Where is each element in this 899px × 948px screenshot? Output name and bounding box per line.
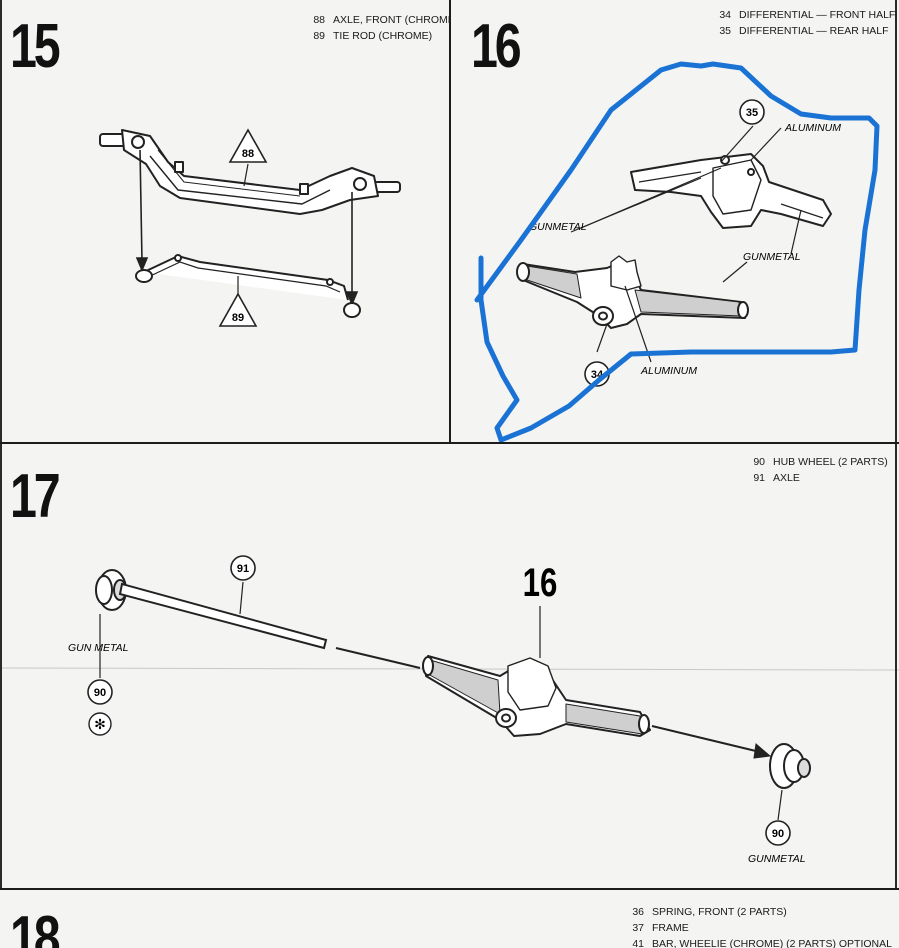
material-label: GUNMETAL xyxy=(529,221,587,233)
frame-border xyxy=(0,0,2,890)
assembly-arrows xyxy=(135,149,359,307)
callout-91-label: 91 xyxy=(237,563,249,575)
panel-divider xyxy=(449,0,451,443)
asterisk-glyph: ✻ xyxy=(94,716,106,732)
callout-89-label: 89 xyxy=(232,312,244,324)
step-number: 17 xyxy=(10,462,61,531)
highlight-annotation xyxy=(474,61,880,442)
asterisk-marker xyxy=(88,712,112,736)
callout-88 xyxy=(228,128,268,163)
callout-91 xyxy=(230,555,256,581)
front-axle-diagram: 88 89 xyxy=(99,128,401,327)
panel-divider xyxy=(0,888,899,890)
differential-rear-half-part xyxy=(630,153,832,229)
step-number: 15 xyxy=(10,12,61,81)
callout-90 xyxy=(765,820,791,846)
hub-wheel-part xyxy=(769,743,811,789)
material-label: GUNMETAL xyxy=(743,251,801,263)
callout-90 xyxy=(87,679,113,705)
callout-88-label: 88 xyxy=(242,148,254,160)
frame-border xyxy=(895,0,897,890)
differential-front-half-part xyxy=(516,255,749,329)
material-label: GUNMETAL xyxy=(748,853,806,865)
tie-rod-part xyxy=(135,254,361,318)
step-number: 16 xyxy=(471,12,522,81)
material-label: ALUMINUM xyxy=(640,365,697,377)
step-number: 18 xyxy=(10,904,61,948)
panel-divider xyxy=(0,442,899,444)
axle-part xyxy=(118,582,328,650)
rear-axle-assembly-diagram: 91 90 90 ✻ 16 GUN METAL GUNMETAL xyxy=(0,555,899,865)
callout-90-label: 90 xyxy=(772,828,784,840)
front-axle-part xyxy=(99,129,401,215)
callout-90-label: 90 xyxy=(94,687,106,699)
callout-89 xyxy=(218,292,258,327)
differential-diagram: 35 34 ALUMINUM GUNMETAL GUNMETAL ALUMINU… xyxy=(474,61,880,442)
reference-step-number: 16 xyxy=(523,560,558,605)
differential-assembly-part xyxy=(422,655,651,737)
callout-35 xyxy=(739,99,765,125)
material-label: GUN METAL xyxy=(68,642,129,654)
material-label: ALUMINUM xyxy=(784,122,841,134)
callout-35-label: 35 xyxy=(746,107,758,119)
